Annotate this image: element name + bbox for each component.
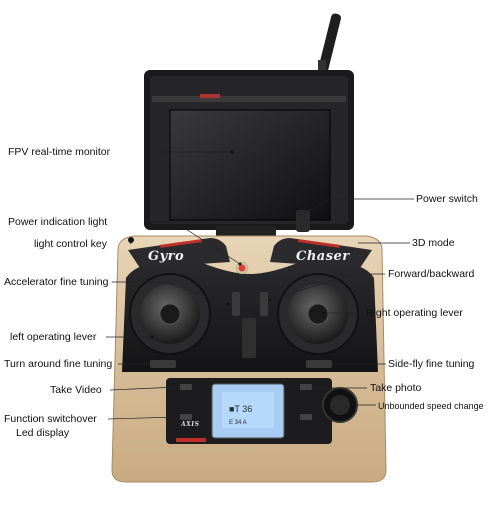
speed-knob[interactable] <box>322 387 358 423</box>
side-fly-trim[interactable] <box>306 360 332 368</box>
function-switchover-button[interactable] <box>180 414 192 420</box>
lower-panel: ■T 36 E 34 A <box>166 378 332 444</box>
accelerator-trim[interactable] <box>260 292 268 316</box>
label-right-operating-lever: Right operating lever <box>366 307 463 319</box>
axis-logo: AXIS <box>181 421 200 428</box>
pointer-lines <box>106 151 414 420</box>
label-forward-backward: Forward/backward <box>388 268 475 280</box>
brand-gyro: Gyro <box>148 249 185 264</box>
forward-backward-trim[interactable] <box>232 292 240 316</box>
label-fpv-monitor: FPV real-time monitor <box>8 146 111 158</box>
label-power-switch: Power switch <box>416 193 478 205</box>
label-accelerator-fine-tuning: Accelerator fine tuning <box>4 276 109 288</box>
label-side-fly-fine-tuning: Side-fly fine tuning <box>388 358 475 370</box>
right-stick[interactable] <box>277 273 359 355</box>
label-light-control-key: light control key <box>34 238 107 250</box>
power-switch[interactable] <box>296 210 310 232</box>
take-video-button[interactable] <box>180 384 192 390</box>
left-stick[interactable] <box>129 273 211 355</box>
controller-body <box>111 235 387 483</box>
monitor-screen <box>170 110 330 220</box>
brand-chaser: Chaser <box>296 249 350 264</box>
fpv-monitor <box>144 70 354 230</box>
pointer-dots <box>150 150 326 339</box>
label-take-video: Take Video <box>50 384 102 396</box>
antenna <box>317 13 342 75</box>
label-power-indication-light: Power indication light <box>8 216 108 228</box>
turn-around-trim[interactable] <box>150 360 176 368</box>
label-function-switchover: Function switchover <box>4 413 97 425</box>
svg-text:■T 36: ■T 36 <box>229 404 252 414</box>
label-take-photo: Take photo <box>370 382 422 394</box>
label-led-display: Led display <box>16 427 70 439</box>
label-left-operating-lever: left operating lever <box>10 331 97 343</box>
svg-text:E 34 A: E 34 A <box>229 420 247 426</box>
label-3d-mode: 3D mode <box>412 237 455 249</box>
light-control-key[interactable] <box>128 237 134 243</box>
label-unbounded-speed-change: Unbounded speed change <box>378 401 484 411</box>
take-photo-button[interactable] <box>300 384 312 390</box>
label-turn-around-fine-tuning: Turn around fine tuning <box>4 358 113 370</box>
